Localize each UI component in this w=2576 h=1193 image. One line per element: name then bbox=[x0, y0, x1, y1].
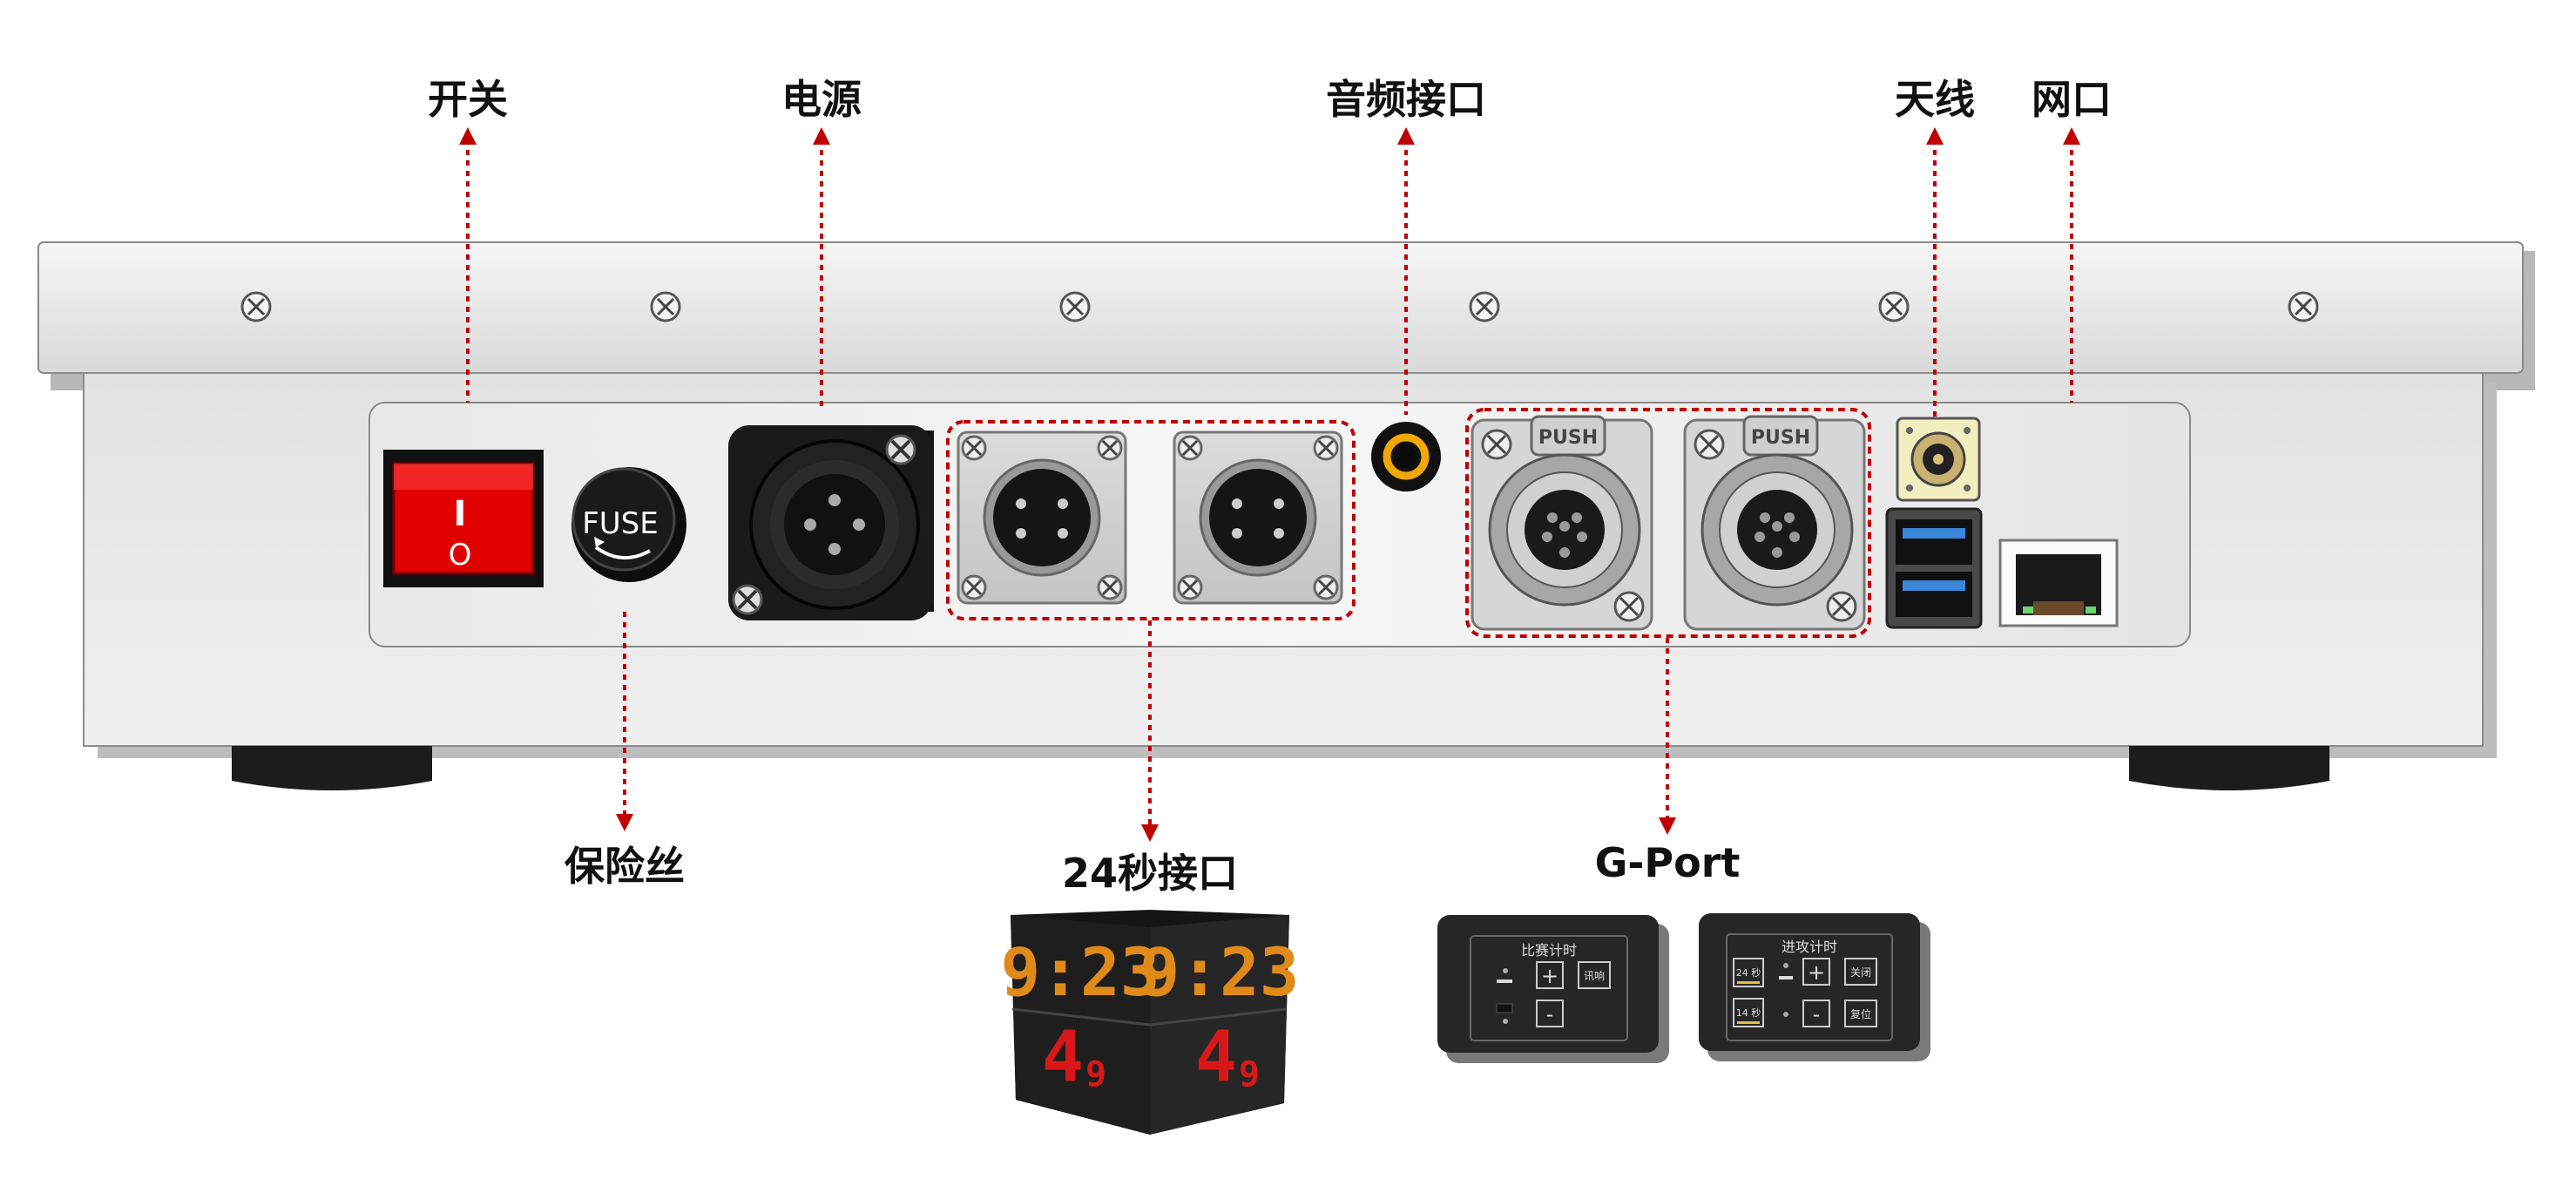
device-lid bbox=[37, 241, 2535, 390]
svg-text:24 秒: 24 秒 bbox=[1736, 966, 1761, 979]
shot-clock-panel: 进攻计时 24 秒 14 秒 + - 关闭 复位 bbox=[1699, 913, 1930, 1061]
svg-text:+: + bbox=[1541, 964, 1558, 988]
label-fuse: 保险丝 bbox=[565, 843, 685, 890]
shot-clock-tenths-left: 9 bbox=[1085, 1054, 1106, 1095]
game-clock-panel: 比赛计时 + - 讯响 bbox=[1437, 915, 1669, 1063]
push-label: PUSH bbox=[1538, 427, 1598, 449]
lid-screw-slot bbox=[1884, 297, 1903, 316]
shot-clock-time-left: 9:23 bbox=[1000, 933, 1160, 1011]
antenna-connector[interactable] bbox=[1896, 417, 1981, 502]
power-switch[interactable]: I O bbox=[383, 450, 544, 587]
label-switch: 开关 bbox=[428, 76, 508, 123]
power-connector[interactable] bbox=[728, 425, 934, 620]
lid-screw-slot bbox=[247, 297, 266, 316]
shot-minus-button[interactable]: - bbox=[1802, 1000, 1830, 1027]
label-audio: 音频接口 bbox=[1326, 76, 1486, 123]
push-label: PUSH bbox=[1751, 427, 1810, 449]
shot-clock-port-highlight bbox=[946, 420, 1356, 620]
annotation-arrowheads bbox=[459, 127, 2080, 842]
annotation-lines bbox=[466, 139, 2073, 830]
lid-screw-slot bbox=[2294, 297, 2313, 316]
shot-clock-port-2[interactable] bbox=[1173, 430, 1343, 605]
game-panel-title: 比赛计时 bbox=[1521, 942, 1577, 959]
svg-text:14 秒: 14 秒 bbox=[1736, 1007, 1761, 1019]
usb-ports[interactable] bbox=[1885, 507, 1983, 629]
gport-socket-1[interactable]: PUSH bbox=[1471, 415, 1653, 631]
shot-reset-button[interactable]: 复位 bbox=[1844, 1000, 1877, 1027]
shot-close-button[interactable]: 关闭 bbox=[1844, 958, 1877, 986]
shot-clock-time-right: 9:23 bbox=[1139, 933, 1299, 1011]
shot-24-button[interactable]: 24 秒 bbox=[1733, 958, 1764, 987]
switch-on-mark: I bbox=[454, 494, 467, 534]
game-horn-button[interactable]: 讯响 bbox=[1578, 961, 1611, 989]
shot-14-button[interactable]: 14 秒 bbox=[1733, 998, 1764, 1027]
svg-text:-: - bbox=[1813, 1002, 1821, 1027]
svg-text:关闭: 关闭 bbox=[1850, 966, 1871, 979]
shot-clock-seconds-right: 4 bbox=[1195, 1016, 1237, 1097]
label-shot-clock-port: 24秒接口 bbox=[1062, 850, 1238, 897]
shot-clock-tenths-right: 9 bbox=[1239, 1054, 1260, 1095]
switch-off-mark: O bbox=[449, 538, 472, 573]
svg-text:+: + bbox=[1808, 960, 1825, 985]
label-antenna: 天线 bbox=[1895, 76, 1975, 123]
shot-plus-button[interactable]: + bbox=[1802, 958, 1830, 986]
fuse-text: FUSE bbox=[582, 506, 659, 541]
shot-clock-display: 9:23 9:23 4 9 4 9 bbox=[1000, 910, 1300, 1135]
svg-text:复位: 复位 bbox=[1850, 1007, 1871, 1020]
audio-jack[interactable] bbox=[1371, 422, 1441, 491]
lid-screw-slot bbox=[656, 297, 675, 316]
svg-text:-: - bbox=[1546, 1002, 1554, 1027]
shot-panel-title: 进攻计时 bbox=[1782, 939, 1837, 955]
fuse-holder[interactable]: FUSE bbox=[571, 467, 686, 582]
label-power: 电源 bbox=[781, 76, 862, 123]
game-plus-button[interactable]: + bbox=[1536, 961, 1564, 989]
label-network: 网口 bbox=[2032, 76, 2112, 123]
gport-highlight bbox=[1465, 408, 1871, 638]
gport-socket-2[interactable]: PUSH bbox=[1683, 415, 1866, 631]
shot-clock-port-1[interactable] bbox=[957, 430, 1127, 605]
svg-text:讯响: 讯响 bbox=[1584, 969, 1605, 982]
game-minus-button[interactable]: - bbox=[1536, 1000, 1564, 1027]
shot-clock-seconds-left: 4 bbox=[1042, 1016, 1084, 1097]
label-gport: G-Port bbox=[1595, 839, 1741, 886]
ethernet-port[interactable] bbox=[1998, 539, 2119, 627]
device-feet bbox=[232, 746, 2329, 790]
lid-screws bbox=[240, 291, 2319, 322]
lid-screw-slot bbox=[1065, 297, 1085, 316]
lid-screw-slot bbox=[1475, 297, 1494, 316]
